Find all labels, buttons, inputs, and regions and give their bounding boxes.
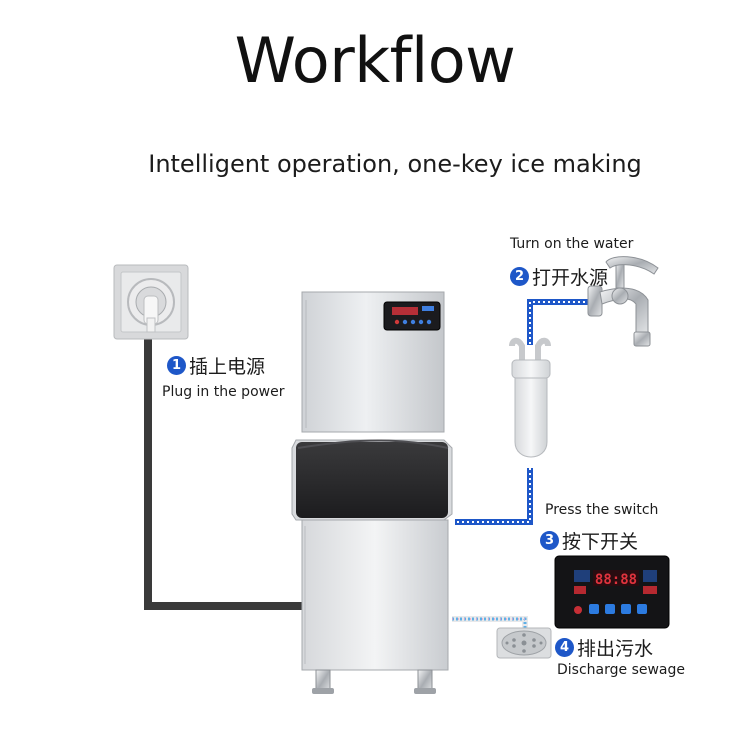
step-4-cn-text: 排出污水 <box>577 634 653 661</box>
step-4-en: Discharge sewage <box>557 662 685 678</box>
floor-drain-icon <box>497 628 551 658</box>
step-2-en: Turn on the water <box>510 236 633 252</box>
step-4-cn: 4 排出污水 <box>555 634 653 661</box>
step-3-cn-text: 按下开关 <box>562 527 638 554</box>
step-1-cn: 1 插上电源 <box>167 352 265 379</box>
wall-socket-icon <box>114 265 188 339</box>
step-2-number: 2 <box>510 267 529 286</box>
step-4-number: 4 <box>555 638 574 657</box>
step-1-cn-text: 插上电源 <box>189 352 265 379</box>
step-1-number: 1 <box>167 356 186 375</box>
control-panel-icon: 88:88 <box>555 556 669 628</box>
ice-machine <box>292 292 452 694</box>
step-2-cn-text: 打开水源 <box>532 263 608 290</box>
drain-hose <box>452 619 525 628</box>
step-3-en: Press the switch <box>545 502 658 518</box>
step-1-en: Plug in the power <box>162 384 284 400</box>
water-filter-icon <box>512 341 550 457</box>
panel-display: 88:88 <box>595 572 637 588</box>
step-2-cn: 2 打开水源 <box>510 263 608 290</box>
step-3-number: 3 <box>540 531 559 550</box>
step-3-cn: 3 按下开关 <box>540 527 638 554</box>
